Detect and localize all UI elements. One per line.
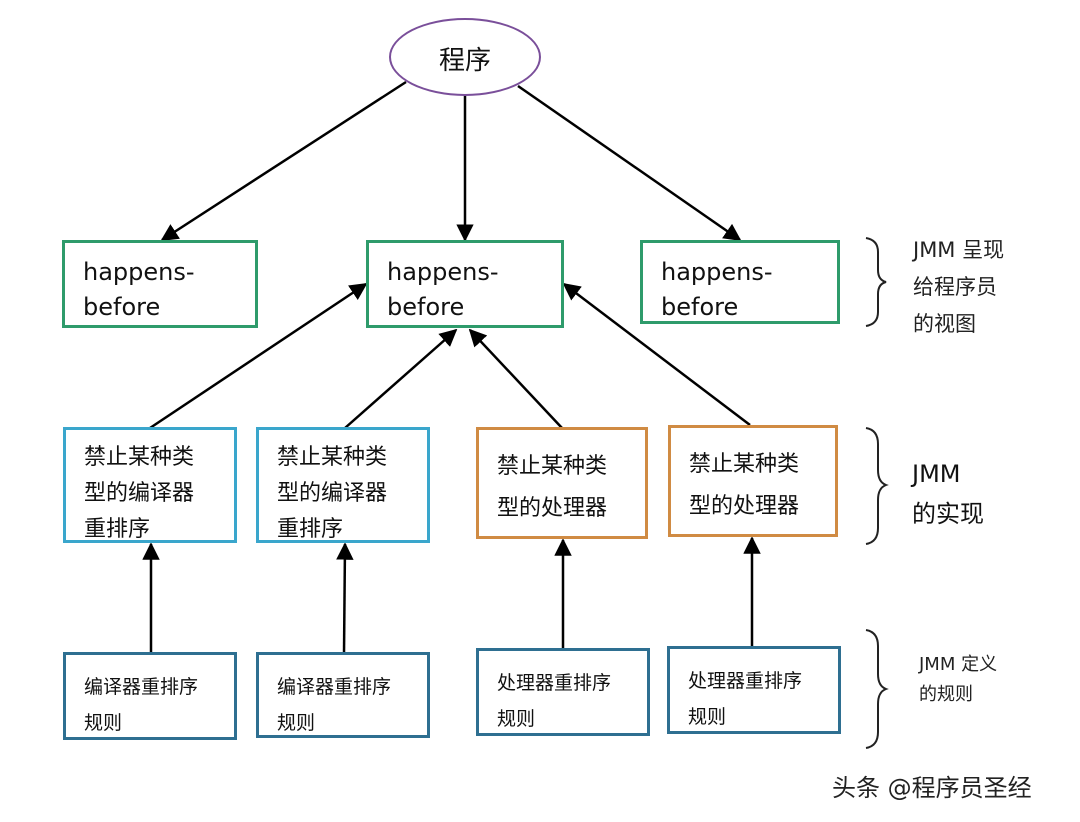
compiler-reorder-rule-node-1: 编译器重排序 规则 [63, 652, 237, 740]
brace-rules [865, 629, 889, 749]
rule-label: 处理器重排序 规则 [497, 672, 612, 730]
processor-reorder-rule-node-2: 处理器重排序 规则 [667, 646, 841, 734]
happens-before-node-left: happens- before [62, 240, 258, 328]
rule-label: 处理器重排序 规则 [688, 670, 803, 728]
brace-programmer-view [865, 237, 887, 327]
watermark: 头条 @程序员圣经 [832, 774, 1032, 802]
brace-implementation [865, 427, 889, 545]
implementation-label: 禁止某种类 型的处理器 [689, 452, 800, 519]
edge-root-to-hb-left [160, 80, 407, 242]
compiler-reorder-rule-node-2: 编译器重排序 规则 [256, 652, 430, 738]
implementation-label: 禁止某种类 型的处理器 [497, 454, 608, 521]
edge-impl3-to-hb [468, 328, 563, 429]
layer-label-programmer-view: JMM 呈现 给程序员 的视图 [913, 238, 1005, 336]
layer-label-implementation: JMM 的实现 [912, 460, 984, 528]
edge-impl4-to-hb [562, 282, 751, 426]
root-node-program: 程序 [389, 18, 541, 96]
implementation-label: 禁止某种类 型的编译器 重排序 [84, 445, 195, 542]
rule-label: 编译器重排序 规则 [277, 676, 392, 734]
processor-reorder-ban-node-1: 禁止某种类 型的处理器 [476, 427, 648, 539]
rule-label: 编译器重排序 规则 [84, 676, 199, 734]
processor-reorder-ban-node-2: 禁止某种类 型的处理器 [668, 425, 838, 537]
edge-rule2-to-impl2 [336, 542, 354, 655]
happens-before-label: happens- before [83, 258, 195, 321]
edge-impl2-to-hb [344, 328, 458, 429]
processor-reorder-rule-node-1: 处理器重排序 规则 [476, 648, 650, 736]
compiler-reorder-ban-node-1: 禁止某种类 型的编译器 重排序 [63, 427, 237, 543]
root-node-label: 程序 [438, 46, 491, 76]
edge-root-to-hb-right [517, 84, 742, 242]
implementation-label: 禁止某种类 型的编译器 重排序 [277, 445, 388, 542]
edge-impl1-to-hb [149, 282, 368, 430]
layer-label-rules: JMM 定义 的规则 [919, 654, 998, 705]
compiler-reorder-ban-node-2: 禁止某种类 型的编译器 重排序 [256, 427, 430, 543]
happens-before-node-center: happens- before [366, 240, 564, 328]
happens-before-node-right: happens- before [640, 240, 840, 324]
happens-before-label: happens- before [387, 258, 499, 321]
happens-before-label: happens- before [661, 258, 773, 321]
